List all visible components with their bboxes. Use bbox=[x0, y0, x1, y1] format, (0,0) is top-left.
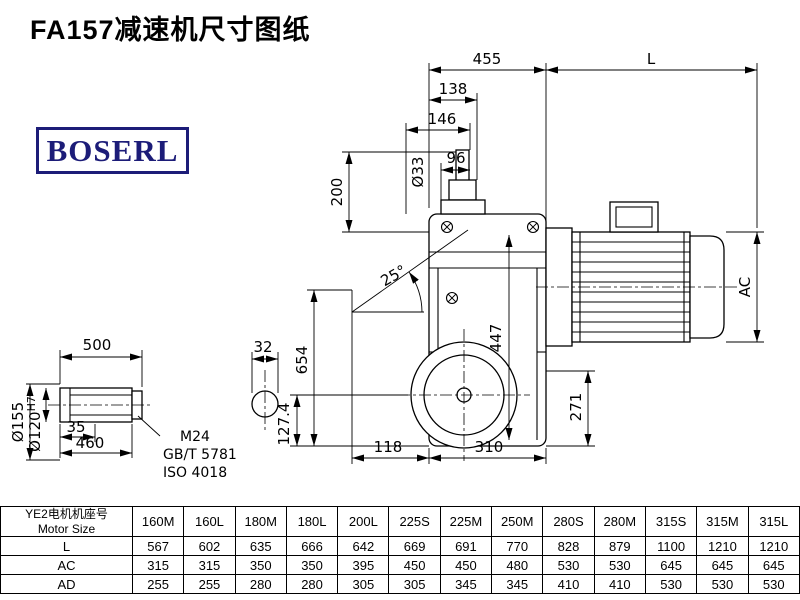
value-cell: 280 bbox=[234, 574, 287, 594]
value-cell: 480 bbox=[491, 555, 544, 575]
boserl-logo-text: BOSERL bbox=[46, 132, 179, 168]
dim-L-label: L bbox=[647, 50, 656, 68]
frame-size-cell: 280S bbox=[542, 506, 595, 537]
value-cell: 645 bbox=[747, 555, 800, 575]
value-cell: 666 bbox=[285, 536, 339, 556]
dim-447-label: 447 bbox=[487, 324, 505, 353]
value-cell: 395 bbox=[337, 555, 390, 575]
value-cell: 305 bbox=[337, 574, 390, 594]
value-cell: 305 bbox=[388, 574, 441, 594]
output-shaft-detail bbox=[48, 387, 152, 423]
value-cell: 635 bbox=[234, 536, 287, 556]
angle-25-label: 25° bbox=[377, 261, 409, 290]
value-cell: 1210 bbox=[696, 536, 749, 556]
dim-32-label: 32 bbox=[253, 338, 272, 356]
value-cell: 345 bbox=[439, 574, 493, 594]
value-cell: 530 bbox=[593, 555, 646, 575]
value-cell: 450 bbox=[439, 555, 493, 575]
input-shaft bbox=[440, 149, 486, 215]
boserl-logo: BOSERL bbox=[36, 127, 189, 174]
value-cell: 280 bbox=[285, 574, 339, 594]
value-cell: 410 bbox=[542, 574, 595, 594]
dimensions: 455 L 138 146 96 Ø33 200 25° 654 127 bbox=[9, 50, 764, 481]
dim-118-label: 118 bbox=[374, 438, 403, 456]
value-cell: 669 bbox=[388, 536, 441, 556]
row-label-cell: L bbox=[0, 536, 133, 556]
dim-200-label: 200 bbox=[328, 178, 346, 207]
dim-127-label: 127.4 bbox=[275, 403, 293, 446]
value-cell: 530 bbox=[696, 574, 749, 594]
dim-96-label: 96 bbox=[446, 149, 465, 167]
value-cell: 530 bbox=[542, 555, 595, 575]
frame-size-cell: 315S bbox=[644, 506, 698, 537]
dim-271-label: 271 bbox=[567, 393, 585, 422]
value-cell: 345 bbox=[491, 574, 544, 594]
dim-phi120-label: Ø120H7 bbox=[25, 396, 44, 452]
frame-size-cell: 315M bbox=[696, 506, 749, 537]
value-cell: 530 bbox=[644, 574, 698, 594]
frame-size-cell: 280M bbox=[593, 506, 646, 537]
motor-size-header-en: Motor Size bbox=[37, 521, 96, 536]
motor bbox=[536, 201, 740, 347]
frame-size-cell: 160M bbox=[131, 506, 185, 537]
dim-phi33-label: Ø33 bbox=[409, 157, 427, 188]
value-cell: 350 bbox=[285, 555, 339, 575]
frame-size-cell: 160L bbox=[183, 506, 236, 537]
value-cell: 1100 bbox=[644, 536, 698, 556]
value-cell: 450 bbox=[388, 555, 441, 575]
dim-500-label: 500 bbox=[83, 336, 112, 354]
dim-138-label: 138 bbox=[439, 80, 468, 98]
value-cell: 828 bbox=[542, 536, 595, 556]
page-title: FA157减速机尺寸图纸 bbox=[30, 15, 311, 45]
frame-size-cell: 225S bbox=[388, 506, 441, 537]
dim-phi155-label: Ø155 bbox=[9, 402, 27, 442]
dim-455-label: 455 bbox=[473, 50, 502, 68]
value-cell: 645 bbox=[644, 555, 698, 575]
value-cell: 255 bbox=[131, 574, 185, 594]
value-cell: 567 bbox=[131, 536, 185, 556]
frame-size-cell: 180M bbox=[234, 506, 287, 537]
thread-m24-label: M24 bbox=[180, 429, 210, 445]
value-cell: 691 bbox=[439, 536, 493, 556]
dim-146-label: 146 bbox=[428, 110, 457, 128]
value-cell: 770 bbox=[491, 536, 544, 556]
frame-size-cell: 315L bbox=[747, 506, 800, 537]
value-cell: 530 bbox=[747, 574, 800, 594]
dim-460-label: 460 bbox=[76, 434, 105, 452]
dimension-drawing: 455 L 138 146 96 Ø33 200 25° 654 127 bbox=[9, 50, 764, 481]
frame-size-cell: 225M bbox=[439, 506, 493, 537]
value-cell: 642 bbox=[337, 536, 390, 556]
value-cell: 350 bbox=[234, 555, 287, 575]
row-label-cell: AC bbox=[0, 555, 133, 575]
dim-654-label: 654 bbox=[293, 346, 311, 375]
motor-size-header-cn: YE2电机机座号 bbox=[25, 507, 108, 522]
dim-310-label: 310 bbox=[475, 438, 504, 456]
bolt-holes bbox=[440, 220, 540, 305]
value-cell: 1210 bbox=[747, 536, 800, 556]
dim-35-label: 35 bbox=[66, 418, 85, 436]
value-cell: 645 bbox=[696, 555, 749, 575]
standard-gbt-label: GB/T 5781 bbox=[163, 447, 237, 463]
frame-size-cell: 200L bbox=[337, 506, 390, 537]
frame-size-cell: 250M bbox=[491, 506, 544, 537]
value-cell: 255 bbox=[183, 574, 236, 594]
value-cell: 410 bbox=[593, 574, 646, 594]
value-cell: 315 bbox=[183, 555, 236, 575]
frame-size-cell: 180L bbox=[285, 506, 339, 537]
value-cell: 315 bbox=[131, 555, 185, 575]
value-cell: 879 bbox=[593, 536, 646, 556]
value-cell: 602 bbox=[183, 536, 236, 556]
standard-iso-label: ISO 4018 bbox=[163, 465, 227, 481]
row-label-cell: AD bbox=[0, 574, 133, 594]
shaft-end-view bbox=[251, 370, 279, 430]
output-flange bbox=[398, 329, 530, 461]
dim-AC-label: AC bbox=[736, 277, 754, 297]
